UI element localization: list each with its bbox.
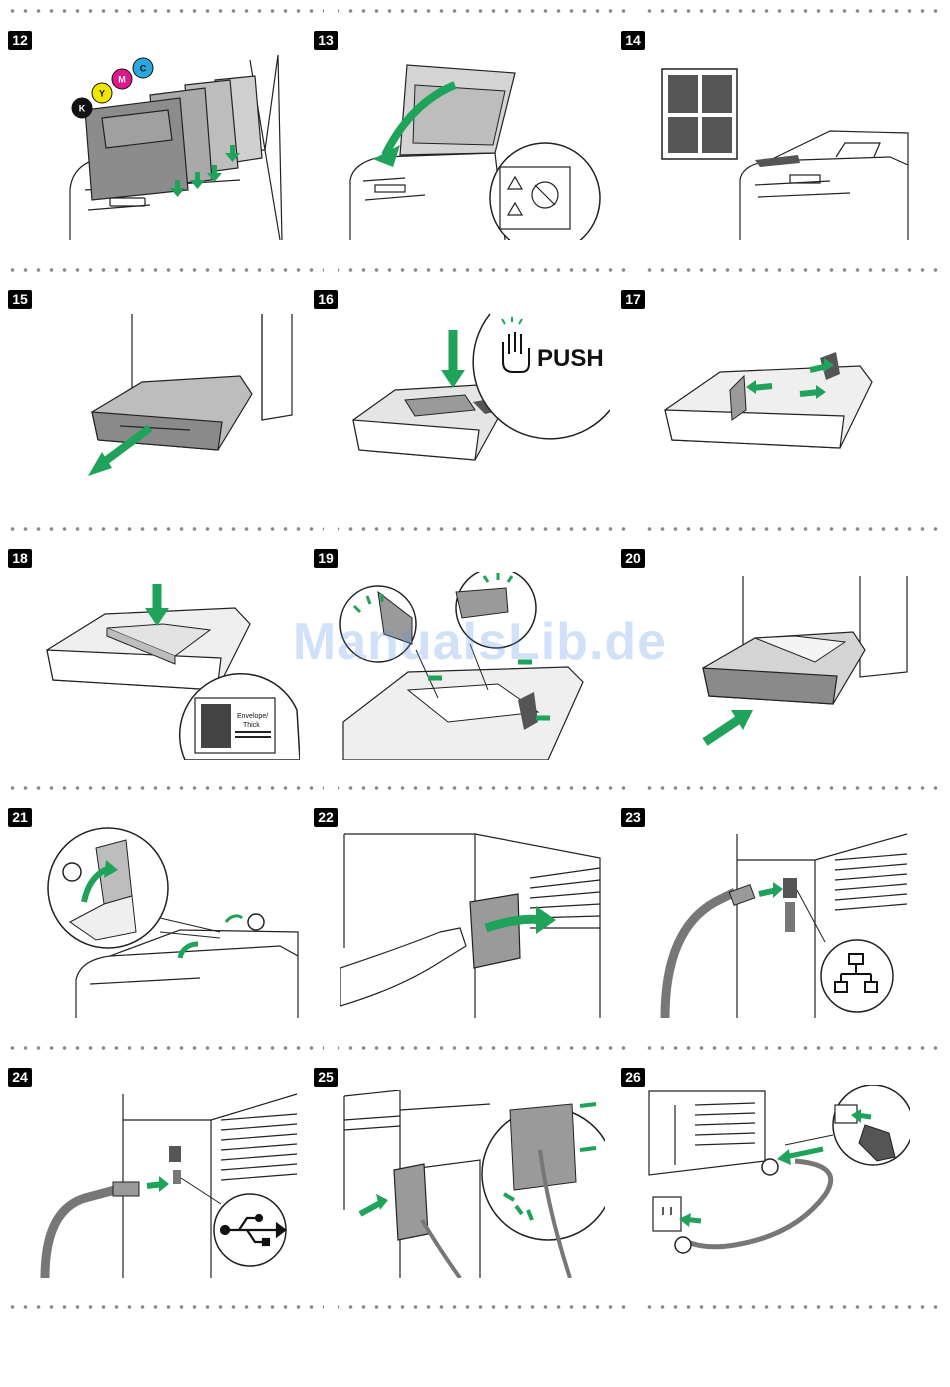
- step-badge-15: 15: [8, 290, 32, 309]
- step-badge-18: 18: [8, 549, 32, 568]
- step-badge-13: 13: [314, 31, 338, 50]
- illustration-side-guides: [338, 572, 608, 760]
- step-badge-24: 24: [8, 1068, 32, 1087]
- separator-row-5: [6, 1046, 944, 1050]
- toner-label-y: Y: [92, 83, 112, 103]
- toner-label-m: M: [112, 69, 132, 89]
- illustration-panel-sheet: [650, 65, 912, 240]
- separator-row-3: [6, 527, 944, 531]
- illustration-connect-power: [645, 1085, 910, 1265]
- separator-row-6: [6, 1305, 944, 1309]
- toner-label-c: C: [133, 58, 153, 78]
- step-badge-12: 12: [8, 31, 32, 50]
- illustration-adjust-guides: [660, 330, 895, 490]
- illustration-insert-toner: C M Y K: [40, 40, 310, 240]
- svg-text:K: K: [79, 104, 86, 114]
- illustration-close-cover: [345, 55, 610, 240]
- step-badge-21: 21: [8, 808, 32, 827]
- warning-icon: [500, 167, 570, 229]
- tray-label-envelope: Envelope/: [237, 713, 268, 720]
- illustration-connect-usb: [35, 1090, 300, 1278]
- step-badge-16: 16: [314, 290, 338, 309]
- separator-row-2: [6, 268, 944, 272]
- illustration-connect-ethernet: [645, 830, 910, 1018]
- tray-label-thick: Thick: [243, 722, 260, 729]
- step-badge-14: 14: [621, 31, 645, 50]
- step-badge-25: 25: [314, 1068, 338, 1087]
- step-badge-26: 26: [621, 1068, 645, 1087]
- step-badge-22: 22: [314, 808, 338, 827]
- separator-row-4: [6, 786, 944, 790]
- step-badge-19: 19: [314, 549, 338, 568]
- step-badge-20: 20: [621, 549, 645, 568]
- separator-row-1: [6, 9, 944, 13]
- svg-text:C: C: [140, 64, 147, 74]
- illustration-attach-cover: [340, 1090, 605, 1278]
- svg-text:M: M: [118, 75, 126, 85]
- toner-label-k: K: [72, 98, 92, 118]
- push-label: PUSH: [537, 345, 604, 372]
- illustration-insert-tray: [695, 572, 910, 760]
- illustration-raise-stopper: [40, 820, 300, 1018]
- illustration-push-plate: PUSH: [345, 310, 610, 490]
- illustration-pull-tray: [80, 310, 305, 490]
- illustration-remove-cover: [340, 828, 605, 1018]
- illustration-load-paper: Envelope/ Thick: [45, 580, 300, 760]
- svg-text:Y: Y: [99, 89, 105, 99]
- step-badge-17: 17: [621, 290, 645, 309]
- step-badge-23: 23: [621, 808, 645, 827]
